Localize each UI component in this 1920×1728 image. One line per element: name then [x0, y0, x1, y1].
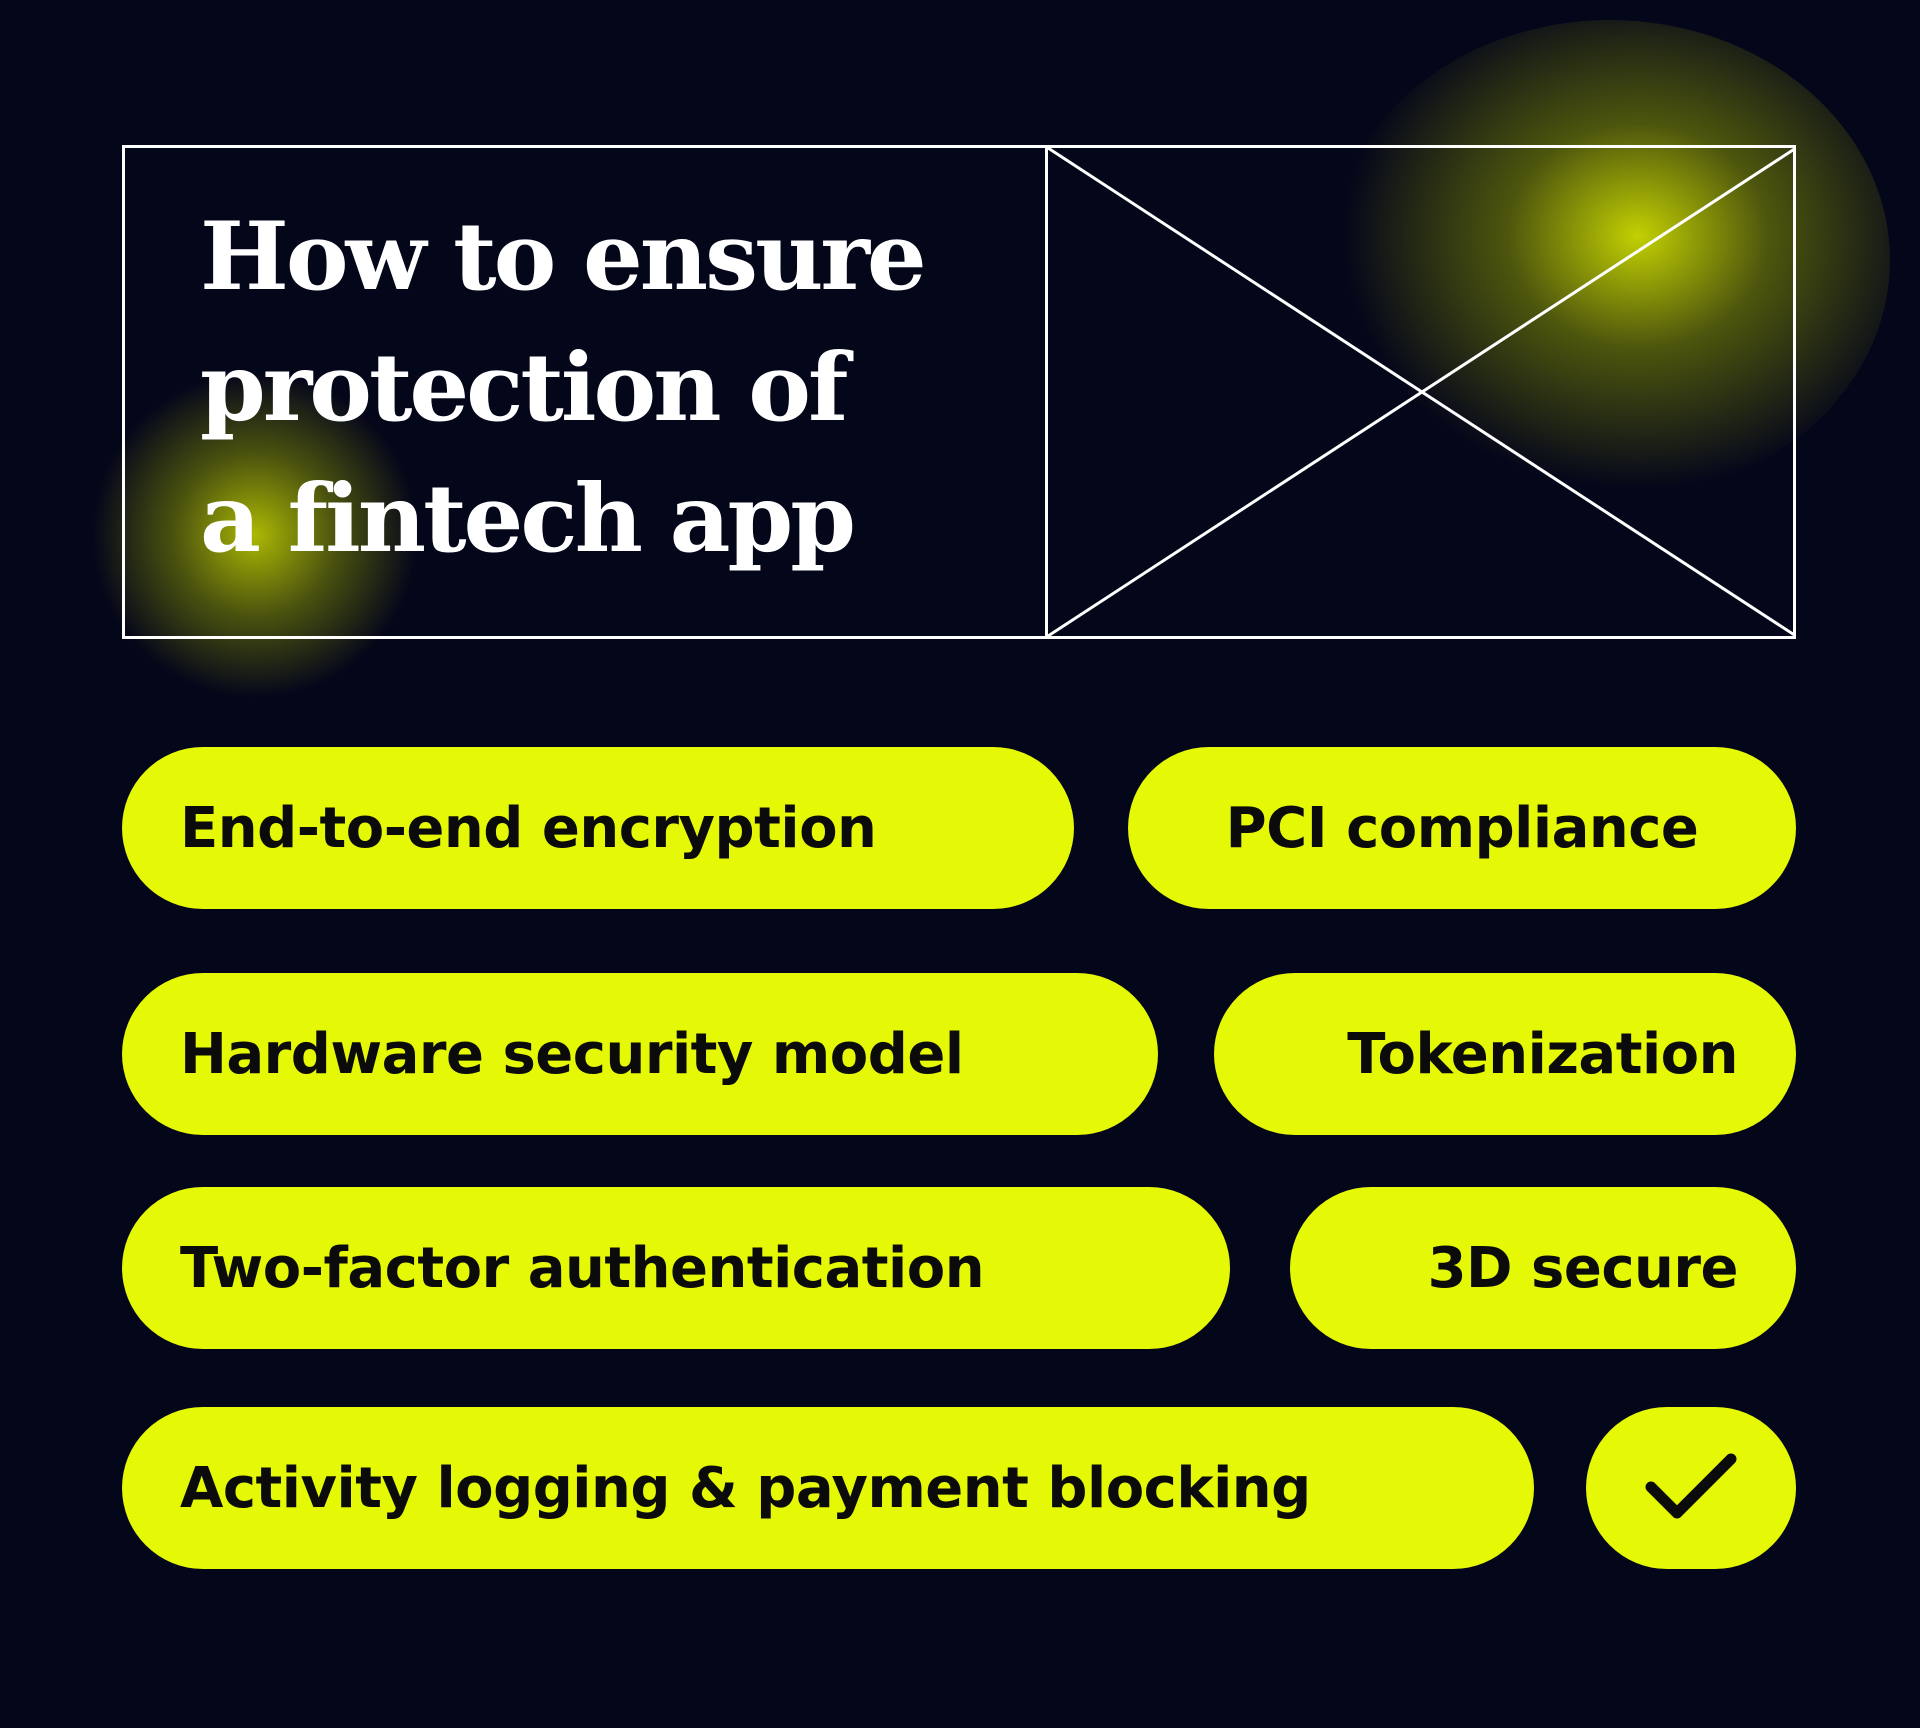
- feature-pill-two-factor-authentication: Two-factor authentication: [122, 1187, 1230, 1349]
- feature-pill-end-to-end-encryption: End-to-end encryption: [122, 747, 1074, 909]
- feature-label: Two-factor authentication: [180, 1235, 985, 1301]
- hero-frame: [122, 145, 1796, 639]
- feature-label: End-to-end encryption: [180, 795, 877, 861]
- title-line-2: protection of: [200, 333, 848, 443]
- feature-label: Hardware security model: [180, 1021, 964, 1087]
- feature-label: PCI compliance: [1225, 795, 1699, 861]
- feature-pill-activity-logging: Activity logging & payment blocking: [122, 1407, 1534, 1569]
- title-line-1: How to ensure: [200, 202, 927, 312]
- feature-pill-3d-secure: 3D secure: [1290, 1187, 1796, 1349]
- image-placeholder-icon: [1048, 148, 1796, 636]
- hero-divider: [1045, 148, 1048, 636]
- title-line-3: a fintech app: [200, 464, 856, 574]
- checkmark-icon: [1645, 1453, 1737, 1519]
- feature-pill-pci-compliance: PCI compliance: [1128, 747, 1796, 909]
- feature-label: Activity logging & payment blocking: [180, 1455, 1311, 1521]
- feature-label: 3D secure: [1427, 1235, 1739, 1301]
- feature-pill-tokenization: Tokenization: [1214, 973, 1796, 1135]
- feature-label: Tokenization: [1347, 1021, 1738, 1087]
- check-pill: [1586, 1407, 1796, 1569]
- feature-pill-hardware-security-model: Hardware security model: [122, 973, 1158, 1135]
- page-title: How to ensure protection of a fintech ap…: [200, 192, 1020, 585]
